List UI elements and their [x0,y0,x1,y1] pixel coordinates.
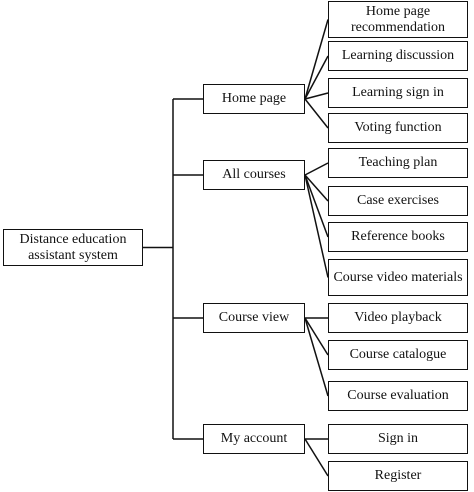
leaf-connector-line [304,19,329,100]
leaf-node-register: Register [328,461,468,491]
branch-node-course-view: Course view [203,303,305,333]
leaf-connector-line [304,162,329,176]
leaf-node-video-playback: Video playback [328,303,468,333]
leaf-connector-line [304,174,329,202]
leaf-connector-line [304,174,329,238]
leaf-connector-line [304,98,329,129]
branch-node-home-page: Home page [203,84,305,114]
leaf-node-learning-discussion: Learning discussion [328,41,468,71]
leaf-node-sign-in: Sign in [328,424,468,454]
leaf-connector-line [304,55,329,100]
leaf-connector-line [304,317,329,397]
branch-node-all-courses: All courses [203,160,305,190]
leaf-connector-line [304,92,329,100]
root-node: Distance education assistant system [3,229,143,266]
leaf-node-home-page-recommendation: Home page recommendation [328,1,468,38]
leaf-node-teaching-plan: Teaching plan [328,148,468,178]
leaf-node-case-exercises: Case exercises [328,186,468,216]
leaf-node-course-video-materials: Course video materials [328,259,468,296]
leaf-node-course-catalogue: Course catalogue [328,340,468,370]
leaf-node-reference-books: Reference books [328,222,468,252]
leaf-node-learning-sign-in: Learning sign in [328,78,468,108]
leaf-connector-line [304,174,329,278]
leaf-node-voting-function: Voting function [328,113,468,143]
leaf-node-course-evaluation: Course evaluation [328,381,468,411]
leaf-connector-line [304,438,329,477]
branch-node-my-account: My account [203,424,305,454]
leaf-connector-line [304,317,329,356]
